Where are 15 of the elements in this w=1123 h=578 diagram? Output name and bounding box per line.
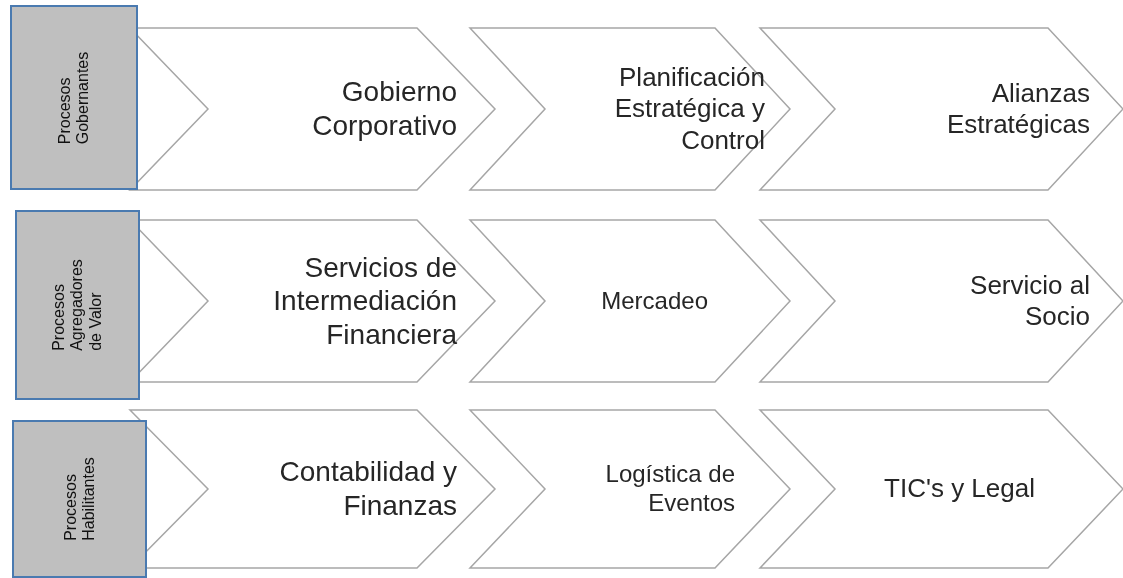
category-label: Procesos Agregadores de Valor: [49, 259, 105, 351]
process-label: TIC's y Legal: [884, 473, 1035, 505]
category-label-box: [15, 210, 140, 400]
category-label-box: [10, 5, 138, 190]
process-label: Planificación Estratégica y Control: [613, 62, 765, 156]
process-label: Mercadeo: [601, 286, 708, 316]
process-label: Alianzas Estratégicas: [945, 77, 1090, 141]
process-label: Servicio al Socio: [969, 269, 1090, 333]
process-label: Contabilidad y Finanzas: [278, 455, 457, 523]
process-label: Servicios de Intermediación Financiera: [272, 250, 457, 352]
process-label: Logística de Eventos: [604, 460, 735, 518]
category-label-box: [12, 420, 147, 578]
process-label: Gobierno Corporativo: [311, 75, 457, 143]
category-label: Procesos Gobernantes: [55, 51, 92, 144]
category-label: Procesos Habilitantes: [61, 457, 98, 541]
